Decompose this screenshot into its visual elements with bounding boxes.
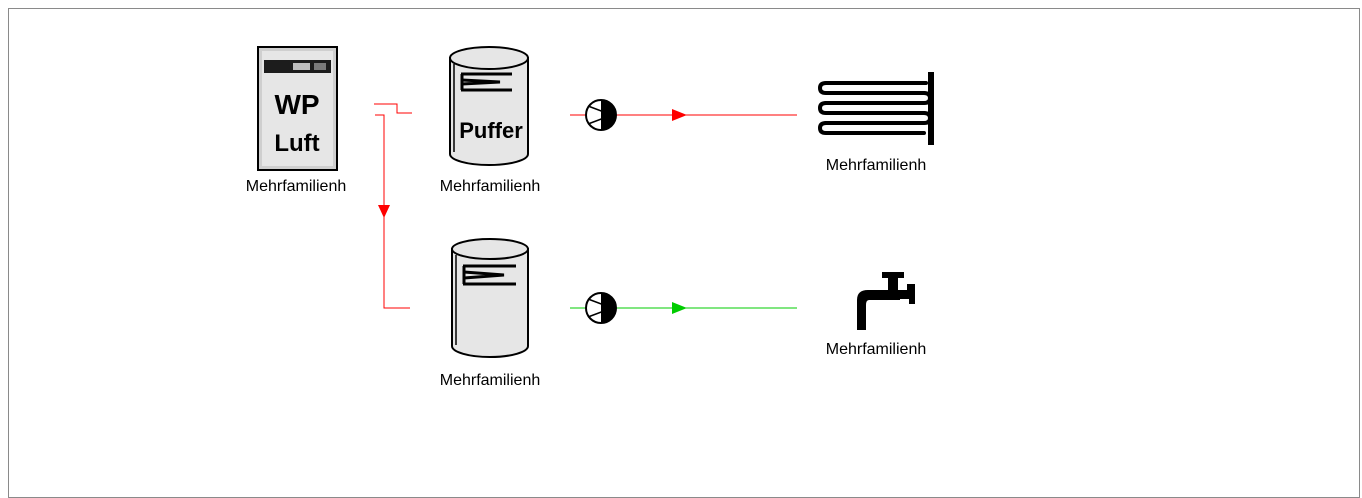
water-tap-icon[interactable] (857, 272, 915, 330)
hot-water-circulation-pump-icon[interactable] (585, 292, 617, 324)
flow-arrow-heating (672, 109, 687, 121)
heat-pump-label-wp: WP (274, 89, 319, 120)
flow-arrow-down (378, 205, 390, 218)
heating-circulation-pump-icon[interactable] (585, 99, 617, 131)
hot-water-tank-caption: Mehrfamilienh (440, 372, 540, 389)
heat-pump-caption: Mehrfamilienh (246, 178, 346, 195)
hot-water-tank-icon[interactable] (451, 238, 529, 358)
pipe-heatpump-to-dhw-tank (375, 114, 410, 309)
heat-pump-label-luft: Luft (274, 130, 319, 157)
tap-caption: Mehrfamilienh (826, 341, 926, 358)
heat-pump-air-icon[interactable]: WP Luft (257, 46, 338, 171)
pipe-heatpump-to-buffer (374, 103, 412, 114)
buffer-tank-text: Puffer (459, 118, 523, 143)
diagram-canvas (8, 8, 1360, 498)
radiator-icon[interactable] (817, 72, 934, 145)
buffer-tank-caption: Mehrfamilienh (440, 178, 540, 195)
buffer-tank-icon[interactable]: Puffer (449, 46, 529, 166)
radiator-caption: Mehrfamilienh (826, 157, 926, 174)
flow-arrow-hot-water (672, 302, 687, 314)
